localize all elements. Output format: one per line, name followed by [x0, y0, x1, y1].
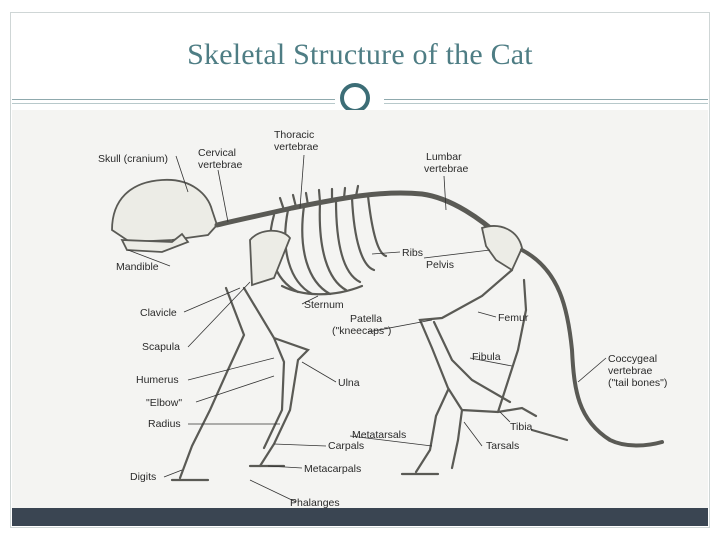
- title-divider-right: [384, 99, 708, 100]
- skull-shape: [111, 179, 219, 243]
- pelvis-shape: [480, 225, 523, 272]
- label-lumbar-line2: vertebrae: [424, 163, 469, 175]
- label-thoracic-line1: Thoracic: [274, 129, 314, 141]
- label-tibia: Tibia: [510, 421, 533, 433]
- label-humerus: Humerus: [136, 374, 179, 386]
- label-mandible: Mandible: [116, 261, 159, 273]
- label-patella-line2: ("kneecaps"): [332, 325, 391, 337]
- leader-lines: [127, 154, 607, 503]
- label-pelvis: Pelvis: [426, 259, 454, 271]
- divider-ring-icon: [340, 83, 370, 113]
- label-coccygeal-line1: Coccygeal: [608, 353, 657, 365]
- label-elbow: "Elbow": [146, 397, 182, 409]
- label-carpals: Carpals: [328, 440, 364, 452]
- tail-vertebrae: [520, 248, 664, 448]
- mandible-shape: [120, 232, 190, 253]
- hind-leg: [414, 268, 538, 474]
- front-paw: [170, 464, 286, 482]
- thoracic-spines: [278, 184, 360, 212]
- label-ulna: Ulna: [338, 377, 360, 389]
- label-fibula: Fibula: [472, 351, 501, 363]
- scapula-shape: [249, 229, 292, 287]
- label-metacarpals: Metacarpals: [304, 463, 361, 475]
- label-patella-line1: Patella: [350, 313, 382, 325]
- label-phalanges: Phalanges: [290, 497, 340, 508]
- sternum-line: [280, 284, 364, 296]
- label-coccygeal-line2: vertebrae: [608, 365, 653, 377]
- label-cervical-line2: vertebrae: [198, 159, 243, 171]
- label-coccygeal-line3: ("tail bones"): [608, 377, 667, 389]
- title-divider-right-inner: [384, 103, 708, 104]
- front-leg: [178, 286, 311, 480]
- label-scapula: Scapula: [142, 341, 180, 353]
- slide-title: Skeletal Structure of the Cat: [187, 38, 533, 71]
- label-tarsals: Tarsals: [486, 440, 519, 452]
- label-cervical-line1: Cervical: [198, 147, 236, 159]
- label-thoracic-line2: vertebrae: [274, 141, 319, 153]
- label-ribs: Ribs: [402, 247, 423, 259]
- label-skull: Skull (cranium): [98, 153, 168, 165]
- diagram-labels: Skull (cranium) Cervical vertebrae Thora…: [98, 129, 667, 508]
- label-femur: Femur: [498, 312, 529, 324]
- label-radius: Radius: [148, 418, 181, 430]
- title-divider-left-inner: [12, 103, 335, 104]
- cat-skeleton-diagram: Skull (cranium) Cervical vertebrae Thora…: [98, 129, 667, 508]
- footer-bar: [12, 508, 708, 526]
- label-metatarsals: Metatarsals: [352, 429, 406, 441]
- slide-frame: [10, 12, 710, 528]
- label-lumbar-line1: Lumbar: [426, 151, 462, 163]
- label-clavicle: Clavicle: [140, 307, 177, 319]
- hind-paw: [400, 428, 569, 476]
- cat-skeleton-figure: [111, 179, 664, 482]
- label-digits: Digits: [130, 471, 156, 483]
- diagram-panel: [12, 110, 708, 524]
- label-sternum: Sternum: [304, 299, 344, 311]
- title-divider-left: [12, 99, 335, 100]
- spine-line: [214, 190, 505, 241]
